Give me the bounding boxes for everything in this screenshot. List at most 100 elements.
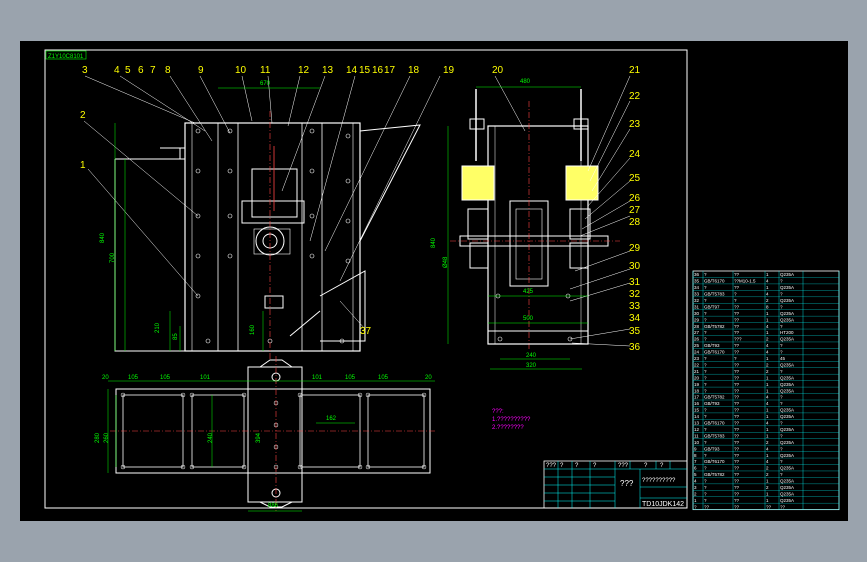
parts-list-header-cell: ?? [780, 504, 786, 509]
parts-list-cell: Q235A [780, 466, 794, 471]
tb-name: ??? [620, 479, 634, 488]
parts-list-cell: ?? [734, 330, 740, 335]
parts-list-cell: ?? [734, 453, 740, 458]
parts-list-cell: 7 [694, 459, 697, 464]
tb-header-7: ? [660, 463, 664, 469]
parts-list-cell: GB/T93 [704, 446, 720, 451]
drawing-canvas[interactable]: Z1Y10C8101 [20, 41, 848, 521]
parts-list-cell: 1 [766, 375, 769, 380]
parts-list-cell: ?? [734, 304, 740, 309]
parts-list-cell: ? [780, 421, 783, 426]
parts-list-cell: ?? [734, 491, 740, 496]
dim-side-right: 840 [431, 237, 437, 248]
parts-list-cell: 1 [766, 479, 769, 484]
part-label: 37 [360, 326, 372, 337]
part-label: 25 [629, 173, 641, 184]
parts-list-cell: ? [780, 279, 783, 284]
parts-list-cell: 18 [694, 388, 700, 393]
part-label: 5 [125, 65, 131, 76]
parts-list-cell: 1 [766, 285, 769, 290]
part-label: 16 [372, 65, 384, 76]
dim-front-h1: 210 [155, 322, 161, 333]
parts-list-cell: 2 [766, 298, 769, 303]
parts-list-cell: 45 [780, 356, 786, 361]
note-heading: ???: [492, 409, 504, 415]
parts-list-cell: 1 [766, 330, 769, 335]
front-part-labels: 1 2 3 4 5 6 7 8 9 10 11 12 13 14 15 16 1… [80, 65, 455, 337]
parts-list-cell: 17 [694, 395, 700, 400]
dim-plan-seg8: 20 [425, 375, 432, 381]
parts-list-cell: ?? [734, 433, 740, 438]
part-label: 22 [629, 91, 641, 102]
parts-list-cell: 13 [694, 421, 700, 426]
parts-list-cell: ?? [734, 440, 740, 445]
part-label: 33 [629, 301, 641, 312]
parts-list-cell: 2 [766, 472, 769, 477]
parts-list-cell: GB/T93 [704, 401, 720, 406]
parts-list-cell: 1 [766, 453, 769, 458]
parts-list-cell: ? [780, 433, 783, 438]
parts-list-cell: ?? [734, 343, 740, 348]
parts-list-cell: GB/T5782 [704, 324, 725, 329]
parts-list-cell: 20 [694, 375, 700, 380]
parts-list-cell: GB/T93 [704, 343, 720, 348]
parts-list-cell: ?? [734, 285, 740, 290]
parts-list-cell: 1 [766, 498, 769, 503]
parts-list-cell: ? [734, 298, 737, 303]
dim-plan-seg1: 20 [102, 375, 109, 381]
parts-list-cell: ? [704, 382, 707, 387]
parts-list-cell: 2 [766, 485, 769, 490]
dim-front-top: 670 [260, 81, 271, 87]
parts-list-cell: ? [780, 343, 783, 348]
tb-header-3: ? [575, 463, 579, 469]
parts-list-cell: GB/T97 [704, 304, 720, 309]
part-label: 1 [80, 160, 86, 171]
part-label: 11 [260, 65, 271, 76]
parts-list-cell: Q235A [780, 298, 794, 303]
parts-list-cell: ?? [734, 395, 740, 400]
parts-list-cell: 1 [766, 317, 769, 322]
dim-plan-seg5: 101 [312, 375, 323, 381]
parts-list-cell: Q235A [780, 453, 794, 458]
part-label: 4 [114, 65, 120, 76]
drawing-border [44, 49, 688, 509]
tb-header-2: ? [560, 463, 564, 469]
tb-company: ?????????? [642, 478, 676, 484]
corner-tag-box [45, 50, 87, 60]
dim-side-w1: 425 [523, 289, 534, 295]
parts-list-cell: Q235A [780, 427, 794, 432]
parts-list-cell: ? [704, 298, 707, 303]
dim-plan-bottom: 886 [268, 503, 279, 509]
dim-plan-h2: 260 [104, 432, 110, 443]
parts-list-cell: 9 [694, 446, 697, 451]
part-label: 10 [235, 65, 247, 76]
note-2: 2.???????? [492, 425, 524, 431]
parts-list-cell: 1 [766, 408, 769, 413]
parts-list-cell: 29 [694, 317, 700, 322]
parts-list-cell: ? [704, 375, 707, 380]
parts-list-cell: ? [704, 498, 707, 503]
parts-list-cell: ? [780, 446, 783, 451]
dim-side-top: 480 [520, 79, 531, 85]
dim-plan-seg6: 105 [345, 375, 356, 381]
side-part-labels: 20 21 22 23 24 25 26 27 28 29 30 31 32 3… [492, 65, 641, 353]
parts-list-cell: 33 [694, 292, 700, 297]
parts-list-cell: Q235A [780, 337, 794, 342]
parts-list-cell: ?? [734, 498, 740, 503]
part-label: 35 [629, 326, 641, 337]
dim-side-w2: 500 [523, 316, 534, 322]
part-label: 13 [322, 65, 334, 76]
parts-list-cell: ? [704, 337, 707, 342]
parts-list-cell: GB/T6170 [704, 350, 725, 355]
dim-plan-h3: 240 [208, 432, 214, 443]
parts-list-cell: ? [704, 388, 707, 393]
parts-list-header-cell: ?? [766, 504, 772, 509]
parts-list-cell: HT200 [780, 330, 794, 335]
parts-list-cell: 4 [766, 459, 769, 464]
cad-drawing: Z1Y10C8101 [44, 49, 840, 512]
parts-list-cell: 4 [766, 421, 769, 426]
parts-list-cell: ?? [734, 408, 740, 413]
parts-list-cell: 2 [766, 369, 769, 374]
dim-front-left1: 840 [100, 232, 106, 243]
